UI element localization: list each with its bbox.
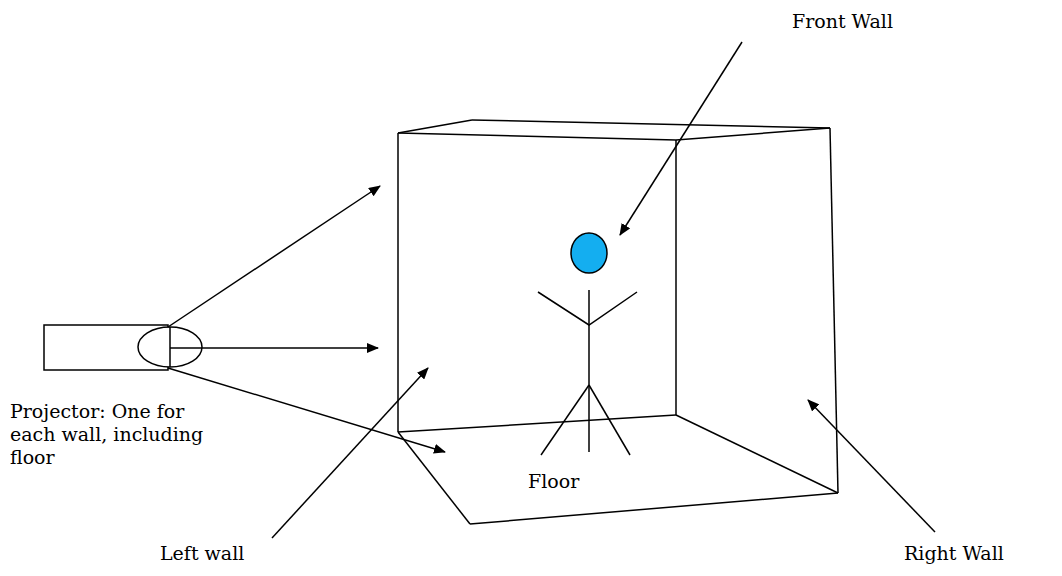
wall-label: Front Wall	[792, 10, 893, 33]
floor-label: Floor	[528, 470, 579, 493]
projector-note: Projector: One for each wall, including …	[10, 400, 210, 469]
stick-figure	[538, 233, 637, 455]
leader-arrows	[272, 42, 935, 538]
wall-label: Left wall	[160, 542, 244, 565]
room-wireframe	[398, 120, 838, 524]
wall-label: Right Wall	[904, 542, 1004, 565]
projection-arrows	[168, 186, 445, 452]
